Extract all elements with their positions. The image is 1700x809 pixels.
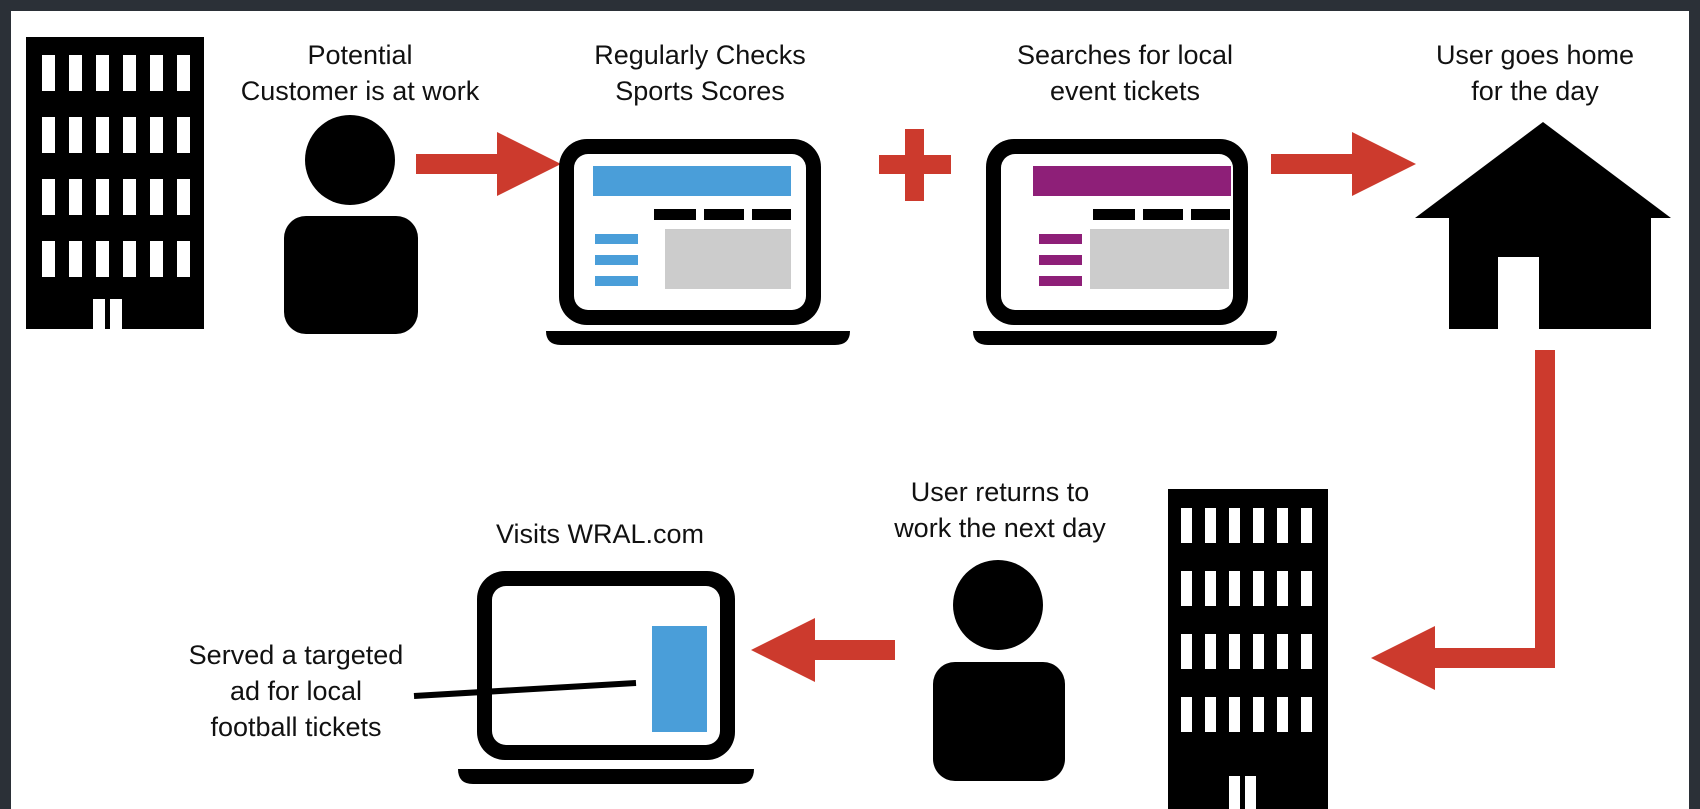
- office-building-icon: [1168, 489, 1328, 809]
- label-at-work: Potential Customer is at work: [220, 37, 500, 109]
- person-icon: [284, 115, 418, 334]
- targeted-ad-block: [652, 626, 707, 732]
- label-searches: Searches for local event tickets: [980, 37, 1270, 109]
- label-checks-scores-line1: Regularly Checks: [594, 40, 806, 70]
- ad-pointer-line: [413, 680, 637, 699]
- arrow-to-work-next-day: [1371, 350, 1555, 691]
- laptop-tickets-icon: [973, 139, 1277, 345]
- label-returns-line1: User returns to: [910, 477, 1090, 507]
- flow-diagram: [26, 37, 1671, 809]
- label-searches-line2: event tickets: [1049, 76, 1201, 106]
- label-served-ad-line3: football tickets: [210, 712, 382, 742]
- office-building-icon: [26, 37, 204, 329]
- label-at-work-line2: Customer is at work: [240, 76, 480, 106]
- label-returns-line2: work the next day: [894, 513, 1106, 543]
- label-checks-scores: Regularly Checks Sports Scores: [560, 37, 840, 109]
- label-goes-home: User goes home for the day: [1405, 37, 1665, 109]
- label-goes-home-line2: for the day: [1471, 76, 1599, 106]
- label-checks-scores-line2: Sports Scores: [615, 76, 785, 106]
- label-served-ad-line1: Served a targeted: [188, 640, 404, 670]
- label-served-ad-line2: ad for local: [229, 676, 363, 706]
- diagram-canvas: Potential Customer is at work Regularly …: [11, 11, 1689, 809]
- house-icon: [1415, 122, 1671, 329]
- label-served-ad: Served a targeted ad for local football …: [166, 637, 426, 745]
- label-visits-line1: Visits WRAL.com: [495, 519, 705, 549]
- label-goes-home-line1: User goes home: [1435, 40, 1635, 70]
- label-at-work-line1: Potential: [307, 40, 413, 70]
- laptop-sports-icon: [546, 139, 850, 345]
- label-visits: Visits WRAL.com: [470, 516, 730, 552]
- laptop-wral-icon: [458, 571, 754, 784]
- plus-icon: [879, 129, 951, 201]
- person-icon: [933, 560, 1065, 781]
- label-searches-line1: Searches for local: [1016, 40, 1234, 70]
- label-returns: User returns to work the next day: [870, 474, 1130, 546]
